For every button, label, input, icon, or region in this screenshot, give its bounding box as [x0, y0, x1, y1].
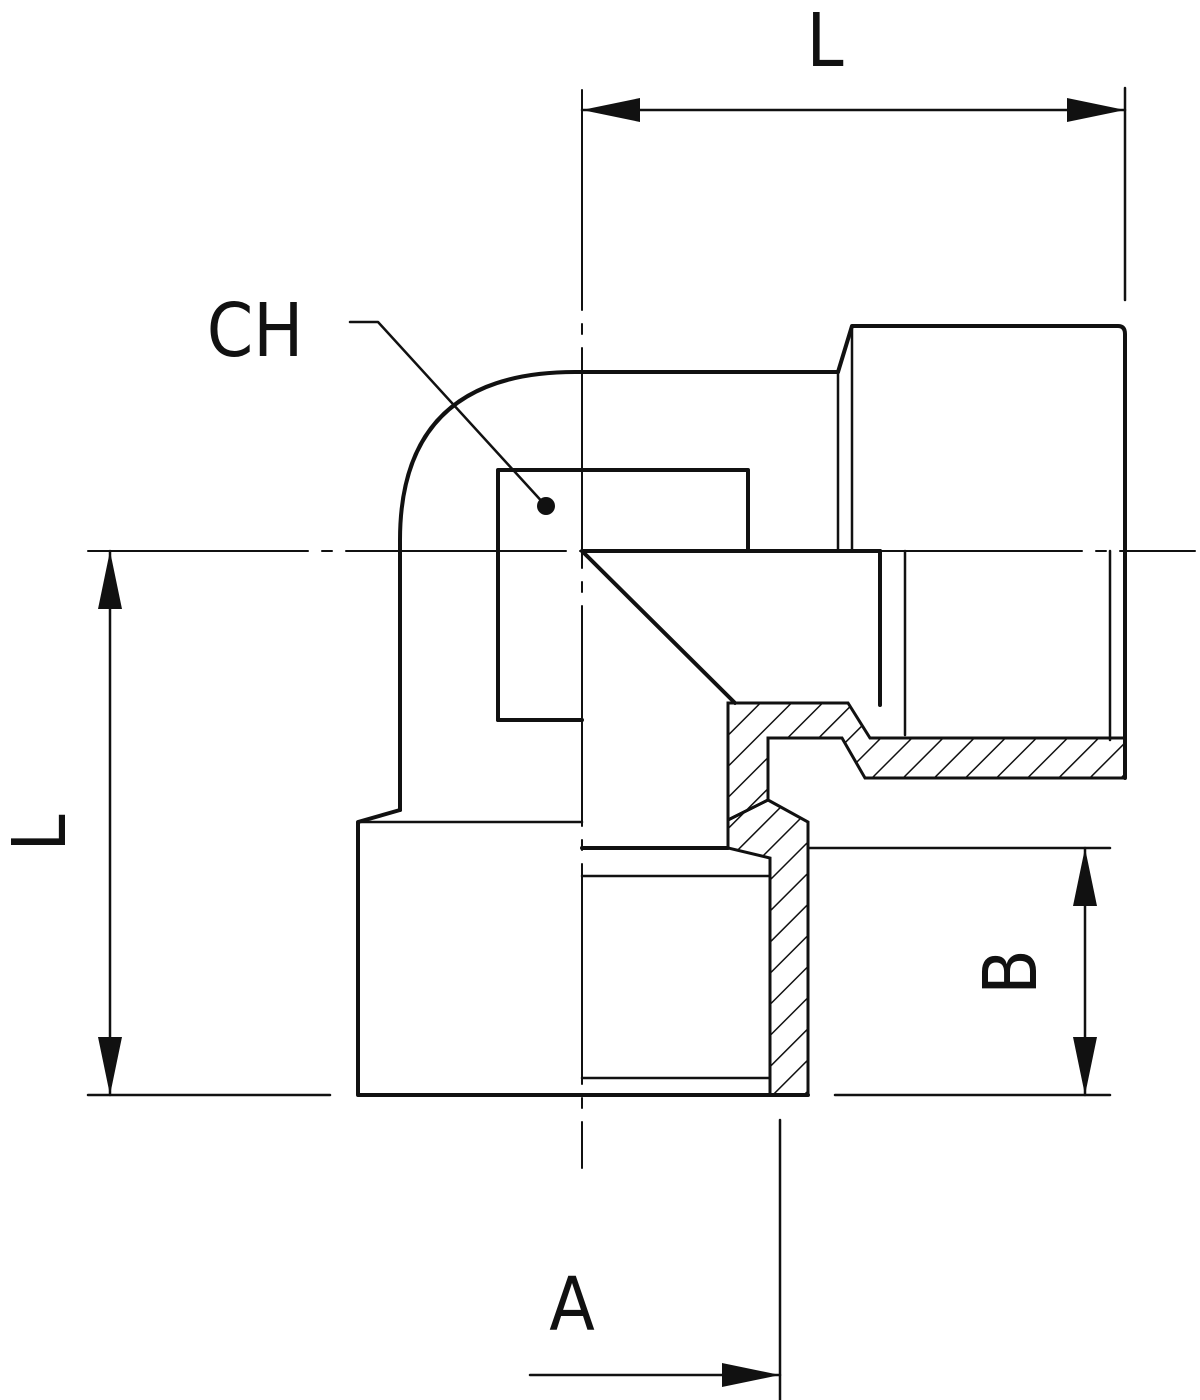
arrow-b-down-icon [1073, 1037, 1097, 1095]
elbow-outer-bend [398, 370, 840, 812]
center-lines [87, 89, 1196, 1169]
fitting-body [356, 324, 1127, 1097]
leader-line [348, 320, 548, 508]
thread-depth-label: B [968, 949, 1054, 995]
arrow-b-up-icon [1073, 848, 1097, 906]
bottom-socket-outline [356, 808, 810, 1097]
section-hatching [726, 701, 1127, 1097]
dimension-left-length: L [0, 549, 332, 1097]
arrow-a-icon [722, 1363, 780, 1387]
left-length-label: L [0, 814, 83, 851]
dimension-thread-size: A [528, 1118, 782, 1400]
top-length-label: L [806, 0, 843, 84]
thread-size-label: A [549, 1262, 595, 1348]
bottom-wall-section [726, 798, 810, 1097]
inner-bore [496, 468, 750, 722]
arrow-up-icon [98, 551, 122, 609]
dimension-top-length: L [580, 0, 1127, 302]
hex-label: CH [207, 288, 304, 374]
dimension-thread-depth: B [806, 846, 1112, 1097]
bore-intersection [580, 549, 737, 705]
hex-leader: CH [207, 288, 555, 515]
arrow-right-icon [1067, 98, 1125, 122]
leader-dot-icon [537, 497, 555, 515]
arrow-left-icon [582, 98, 640, 122]
right-wall-section [726, 701, 1127, 823]
arrow-down-icon [98, 1037, 122, 1095]
right-hex-outline [836, 324, 1127, 780]
